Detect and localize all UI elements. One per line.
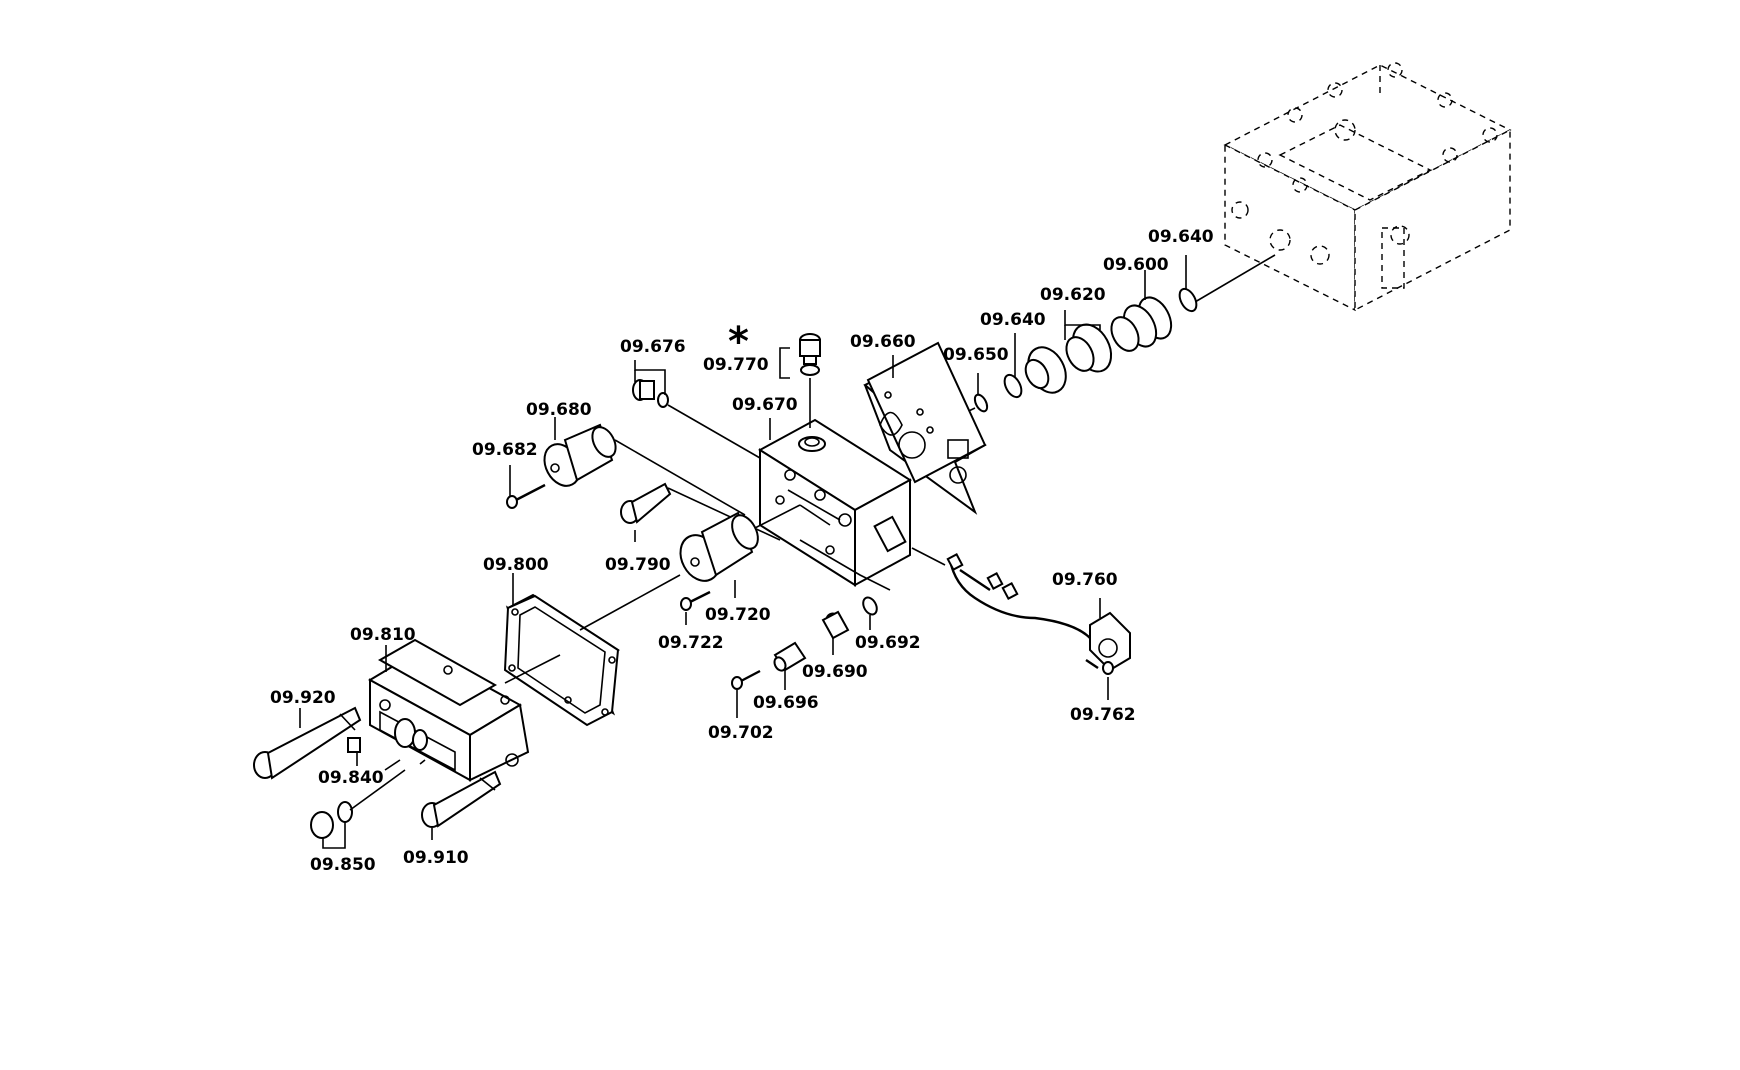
leader-line xyxy=(384,759,401,771)
o-ring-09692-part xyxy=(862,596,878,616)
label-09682: 09.682 xyxy=(472,440,538,460)
label-09720: 09.720 xyxy=(705,605,771,625)
label-09670: 09.670 xyxy=(732,395,798,415)
leader-line xyxy=(667,404,761,459)
label-09810: 09.810 xyxy=(350,625,416,645)
label-09760: 09.760 xyxy=(1052,570,1118,590)
label-09702: 09.702 xyxy=(708,723,774,743)
wiring-harness-09760-part xyxy=(911,547,1131,672)
asterisk-mark: * xyxy=(728,319,749,365)
label-09620: 09.620 xyxy=(1040,285,1106,305)
screw-09682-part xyxy=(506,483,546,509)
screw-09702-part xyxy=(731,669,761,690)
label-09770: 09.770 xyxy=(703,355,769,375)
screw-plug-09676-part xyxy=(632,379,669,408)
pin-09696-part xyxy=(773,641,807,672)
solenoid-09720-part xyxy=(679,511,759,582)
screw-09722-part xyxy=(680,590,711,611)
screw-09840-part xyxy=(347,737,361,753)
label-09650: 09.650 xyxy=(943,345,1009,365)
label-09840: 09.840 xyxy=(318,768,384,788)
solenoid-09680-part xyxy=(543,423,617,487)
snap-ring-09640a-part xyxy=(1178,287,1198,313)
sleeve-09600-part xyxy=(1110,296,1173,352)
snap-ring-09640b-part xyxy=(1003,373,1023,399)
label-09850: 09.850 xyxy=(310,855,376,875)
leader-line xyxy=(799,539,891,591)
bolt-09910-part xyxy=(421,770,502,828)
leader-line xyxy=(419,759,426,765)
label-09920: 09.920 xyxy=(270,688,336,708)
leader-line xyxy=(579,574,681,631)
leader-line xyxy=(349,769,406,811)
label-09640-lower: 09.640 xyxy=(980,310,1046,330)
label-09800: 09.800 xyxy=(483,555,549,575)
label-09600: 09.600 xyxy=(1103,255,1169,275)
label-09762: 09.762 xyxy=(1070,705,1136,725)
label-leaders xyxy=(299,255,1187,849)
label-09690: 09.690 xyxy=(802,662,868,682)
leader-line xyxy=(667,487,781,541)
leader-line xyxy=(504,654,561,684)
gasket-plate-09660-part xyxy=(863,341,987,515)
leader-line xyxy=(1194,254,1276,303)
label-09680: 09.680 xyxy=(526,400,592,420)
screw-09790-part xyxy=(620,482,672,524)
leader-line xyxy=(754,504,801,529)
valve-block-09670-part xyxy=(758,418,912,587)
label-09722: 09.722 xyxy=(658,633,724,653)
plug-09770-part xyxy=(799,333,821,376)
label-09640-upper: 09.640 xyxy=(1148,227,1214,247)
plug-09850-part xyxy=(310,801,353,839)
ring-09650-part xyxy=(973,393,989,413)
label-09660: 09.660 xyxy=(850,332,916,352)
transmission-housing xyxy=(1223,62,1512,312)
label-09910: 09.910 xyxy=(403,848,469,868)
bushing-09690-part xyxy=(821,610,850,640)
label-09790: 09.790 xyxy=(605,555,671,575)
screw-09762-part xyxy=(1085,659,1114,675)
cover-09810-part xyxy=(367,638,530,782)
leader-line xyxy=(614,439,746,516)
label-09692: 09.692 xyxy=(855,633,921,653)
label-09696: 09.696 xyxy=(753,693,819,713)
gasket-09800-part xyxy=(503,593,620,727)
seal-09620-part xyxy=(1024,323,1113,394)
bolt-09920-part xyxy=(253,706,362,780)
label-09676: 09.676 xyxy=(620,337,686,357)
